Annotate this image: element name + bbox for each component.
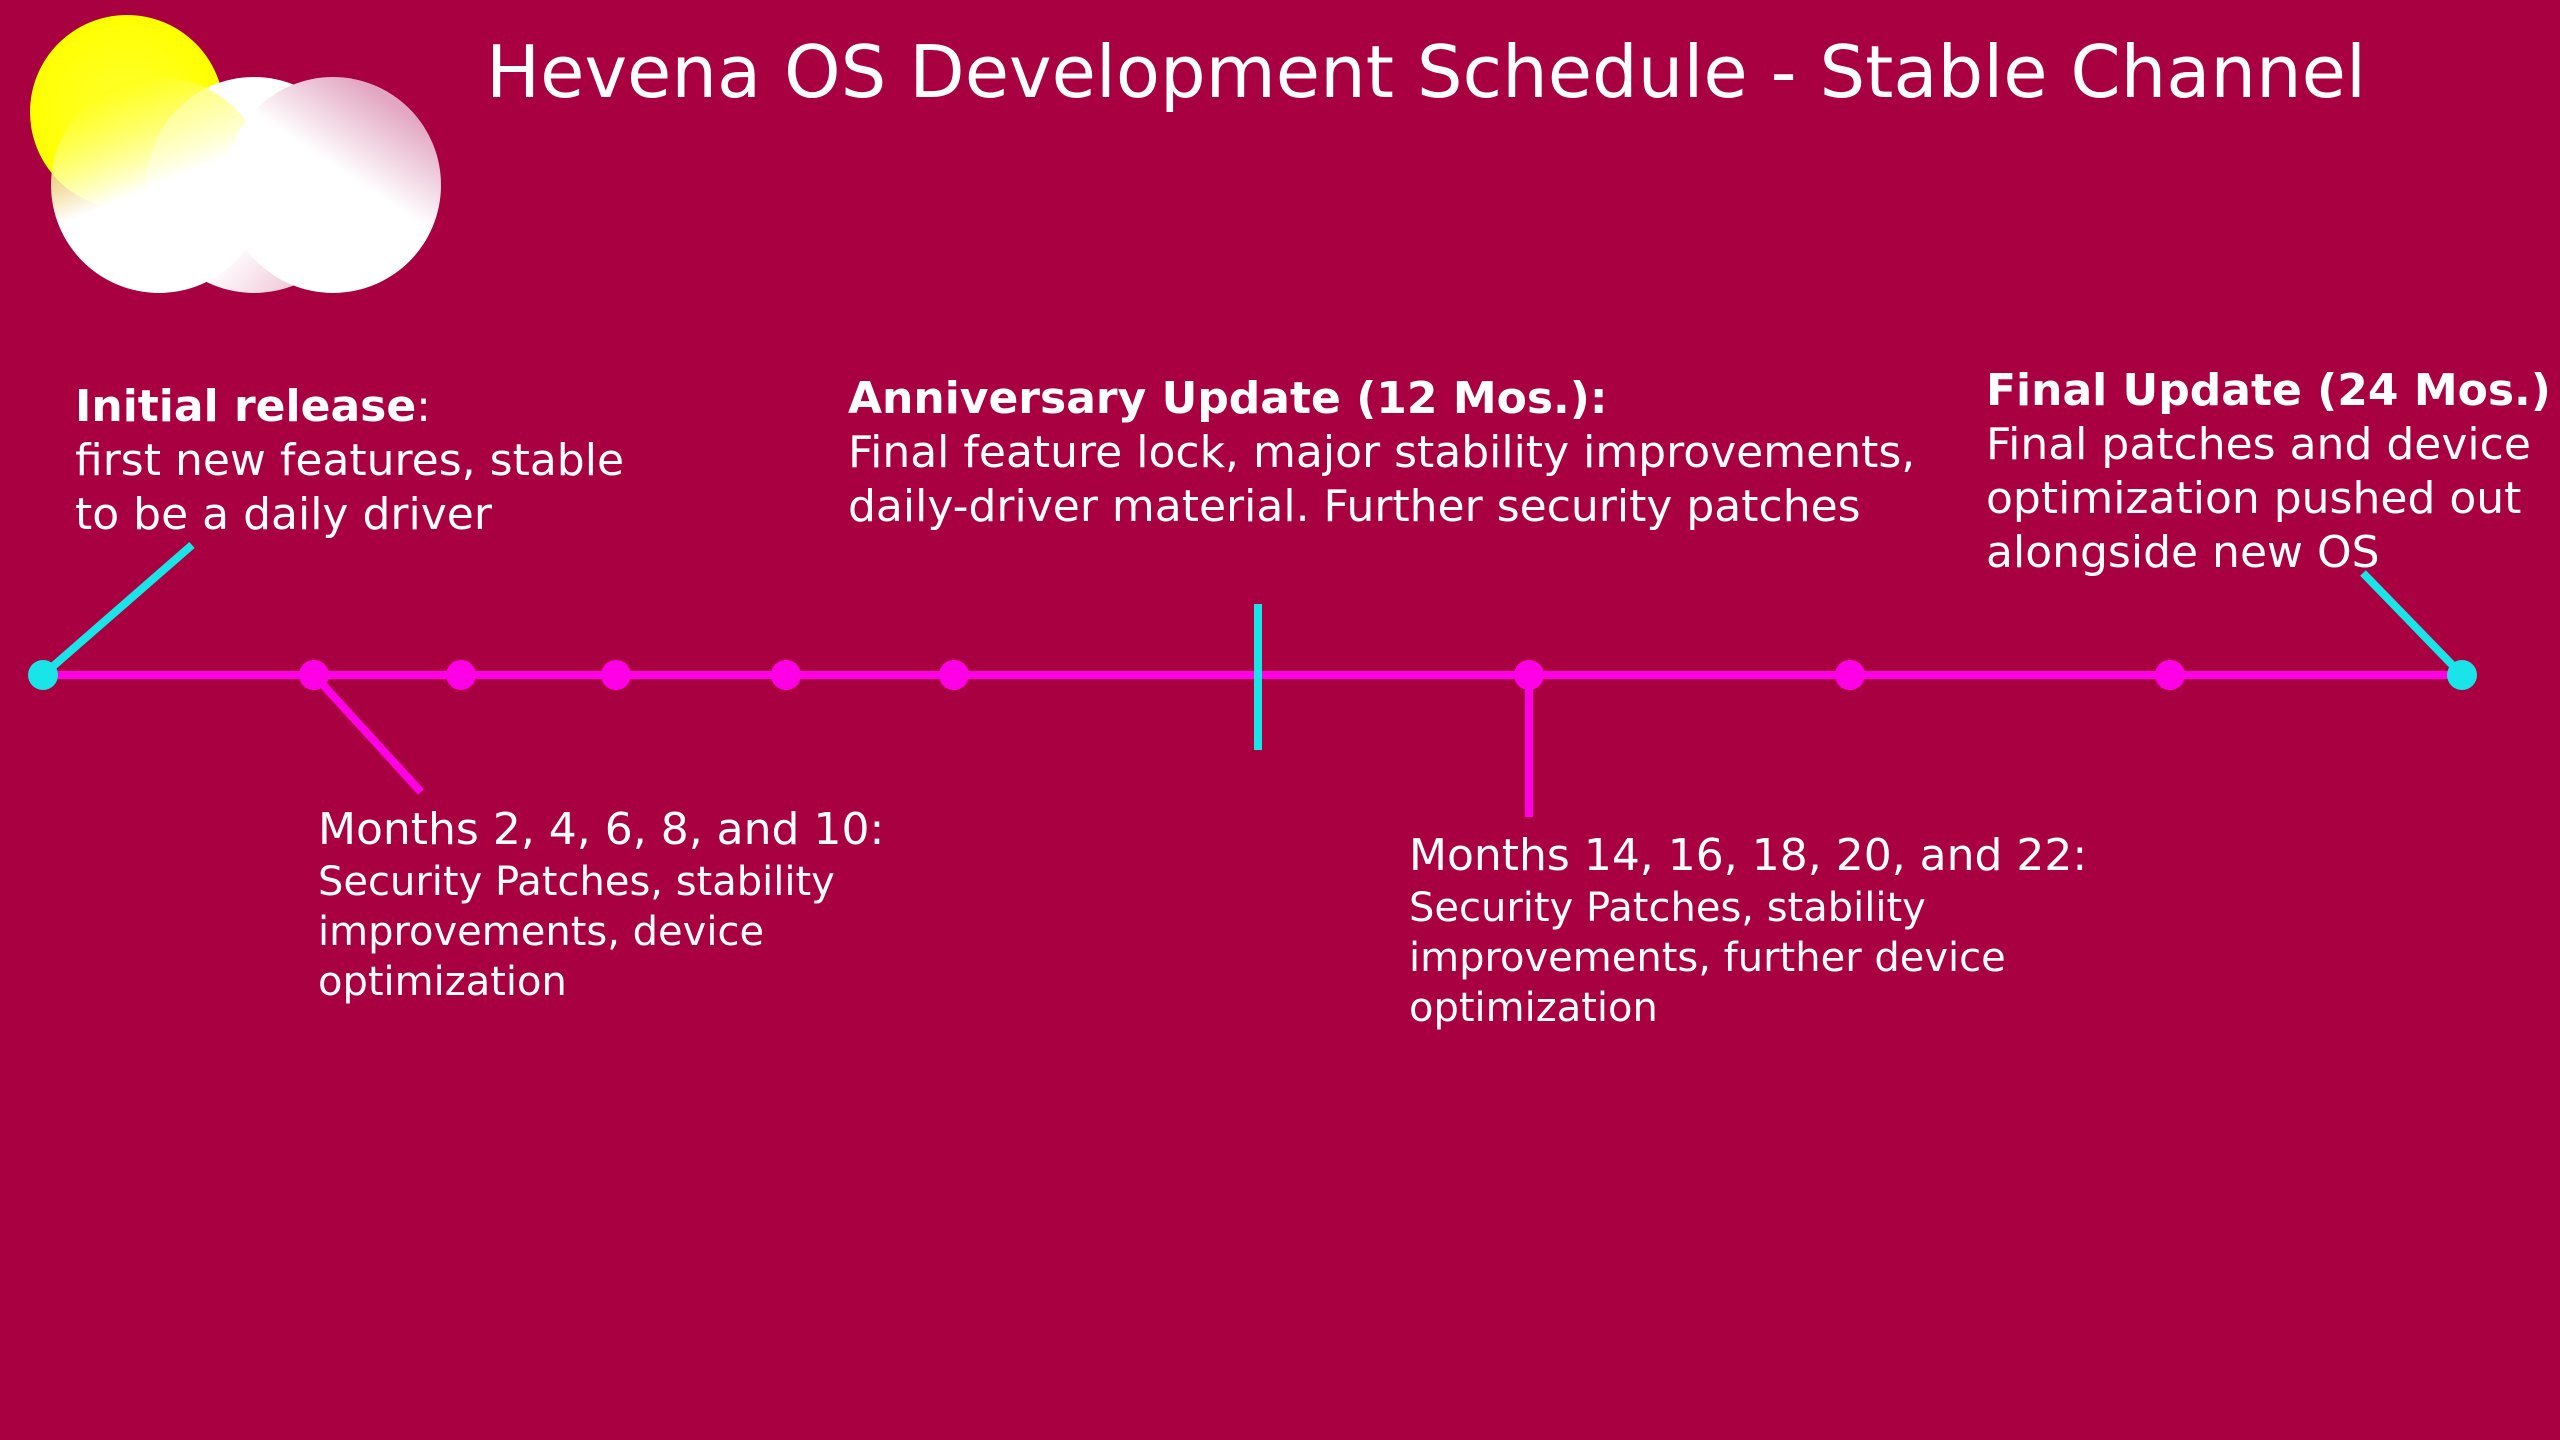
first-year-patches-note: Months 2, 4, 6, 8, and 10: Security Patc… — [318, 803, 884, 1007]
first-year-patches-heading: Months 2, 4, 6, 8, and 10: — [318, 804, 885, 855]
anniversary-update-label: Anniversary Update (12 Mos.): — [848, 373, 1608, 424]
first-year-patches-line: improvements, device — [318, 909, 765, 955]
final-update-line: optimization pushed out — [1986, 473, 2522, 524]
final-update-line: Final patches and device — [1986, 419, 2531, 470]
anniversary-update-note: Anniversary Update (12 Mos.): Final feat… — [848, 372, 1915, 534]
initial-connector — [40, 541, 195, 679]
second-year-patches-line: Security Patches, stability — [1409, 885, 1926, 931]
release-milestone-dot — [2447, 660, 2477, 690]
initial-release-line: first new features, stable — [75, 435, 625, 486]
patch-month-dot — [299, 660, 329, 690]
initial-release-note: Initial release: first new features, sta… — [75, 380, 624, 542]
final-update-line: alongside new OS — [1986, 527, 2380, 578]
initial-release-colon: : — [416, 381, 431, 432]
initial-release-line: to be a daily driver — [75, 489, 492, 540]
first-year-patches-line: Security Patches, stability — [318, 859, 835, 905]
patch-month-dot — [1835, 660, 1865, 690]
final-connector — [2360, 570, 2465, 678]
second-year-patches-heading: Months 14, 16, 18, 20, and 22: — [1409, 830, 2088, 881]
first-year-patches-line: optimization — [318, 959, 567, 1005]
final-update-label: Final Update (24 Mos.) — [1986, 365, 2551, 416]
second-year-patches-line: improvements, further device — [1409, 935, 2006, 981]
patch-month-dot — [771, 660, 801, 690]
patch-month-dot — [2155, 660, 2185, 690]
first-year-connector — [311, 672, 424, 795]
cloud-icon — [51, 77, 441, 293]
anniversary-update-line: daily-driver material. Further security … — [848, 481, 1861, 532]
release-milestone-dot — [28, 660, 58, 690]
page-title: Hevena OS Development Schedule - Stable … — [486, 30, 2366, 114]
patch-month-dot — [1514, 660, 1544, 690]
initial-release-label: Initial release — [75, 381, 417, 432]
second-year-patches-line: optimization — [1409, 985, 1658, 1031]
patch-month-dot — [601, 660, 631, 690]
anniversary-update-line: Final feature lock, major stability impr… — [848, 427, 1916, 478]
patch-month-dot — [939, 660, 969, 690]
second-year-patches-note: Months 14, 16, 18, 20, and 22: Security … — [1409, 829, 2087, 1033]
patch-month-dot — [446, 660, 476, 690]
final-update-note: Final Update (24 Mos.) Final patches and… — [1986, 364, 2551, 580]
